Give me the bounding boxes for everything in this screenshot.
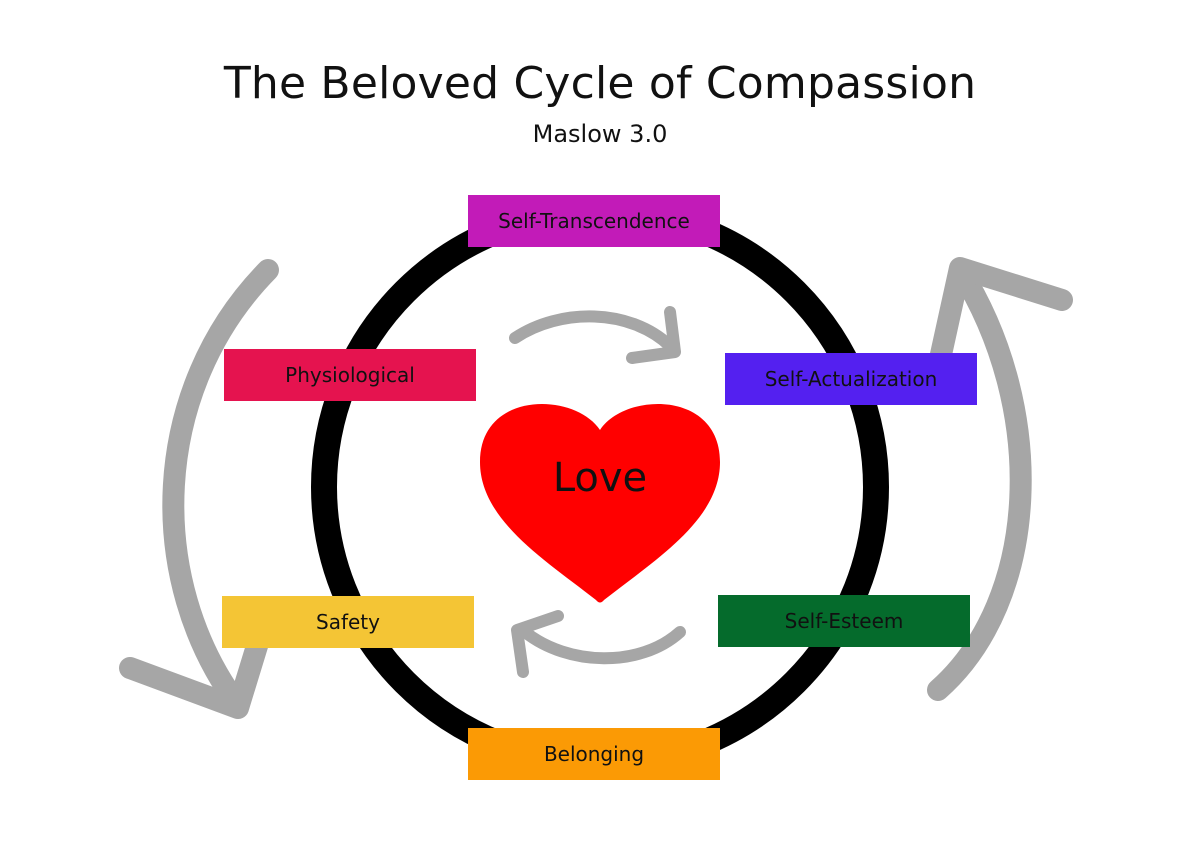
stage-self-actualization: Self-Actualization — [725, 353, 977, 405]
stage-physiological: Physiological — [224, 349, 476, 401]
heart-icon — [480, 403, 720, 603]
stage-label: Belonging — [543, 742, 645, 766]
stage-label: Safety — [316, 610, 380, 634]
stage-self-transcendence: Self-Transcendence — [468, 195, 720, 247]
page-title: The Beloved Cycle of Compassion — [223, 58, 977, 109]
stage-label: Physiological — [285, 363, 415, 387]
stage-label: Self-Actualization — [764, 367, 938, 391]
stage-safety: Safety — [222, 596, 474, 648]
center-love-label: Love — [552, 455, 648, 501]
stage-belonging: Belonging — [468, 728, 720, 780]
stage-self-esteem: Self-Esteem — [718, 595, 970, 647]
inner-top-arrow-icon — [509, 306, 681, 364]
inner-bottom-arrow-icon — [511, 610, 686, 678]
stage-label: Self-Esteem — [784, 609, 904, 633]
right-cycle-arrow-icon — [927, 257, 1073, 701]
page-subtitle: Maslow 3.0 — [532, 120, 668, 148]
stage-label: Self-Transcendence — [498, 209, 690, 233]
